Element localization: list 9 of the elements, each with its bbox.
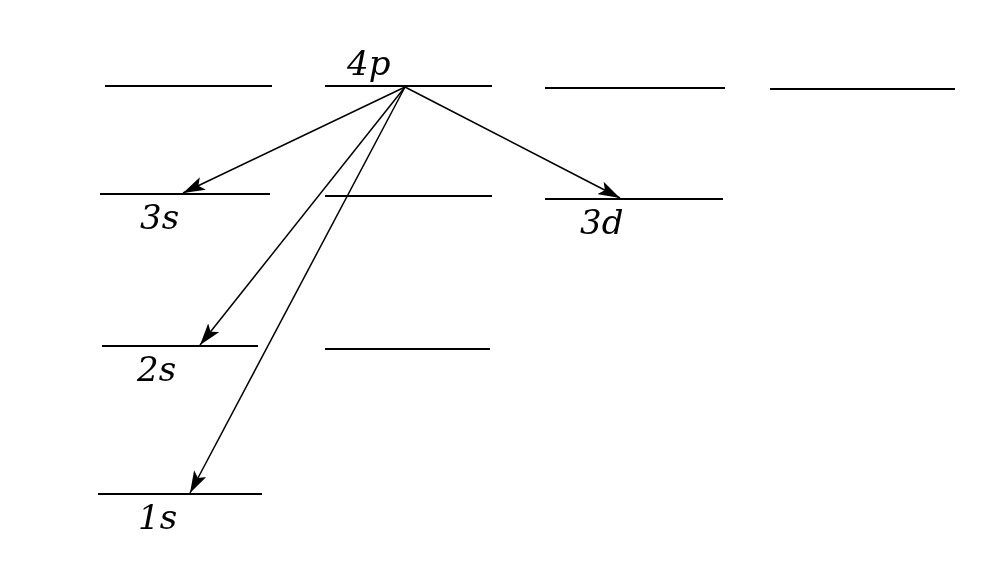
- arrow: [404, 86, 621, 199]
- level-label: 3d: [580, 201, 624, 244]
- level-label: 3s: [140, 196, 180, 239]
- level-label: 2s: [137, 348, 177, 391]
- arrow: [182, 86, 406, 194]
- arrow: [199, 86, 406, 346]
- level-label: 1s: [138, 496, 178, 539]
- arrow: [189, 86, 406, 494]
- level-label: 4p: [347, 42, 391, 85]
